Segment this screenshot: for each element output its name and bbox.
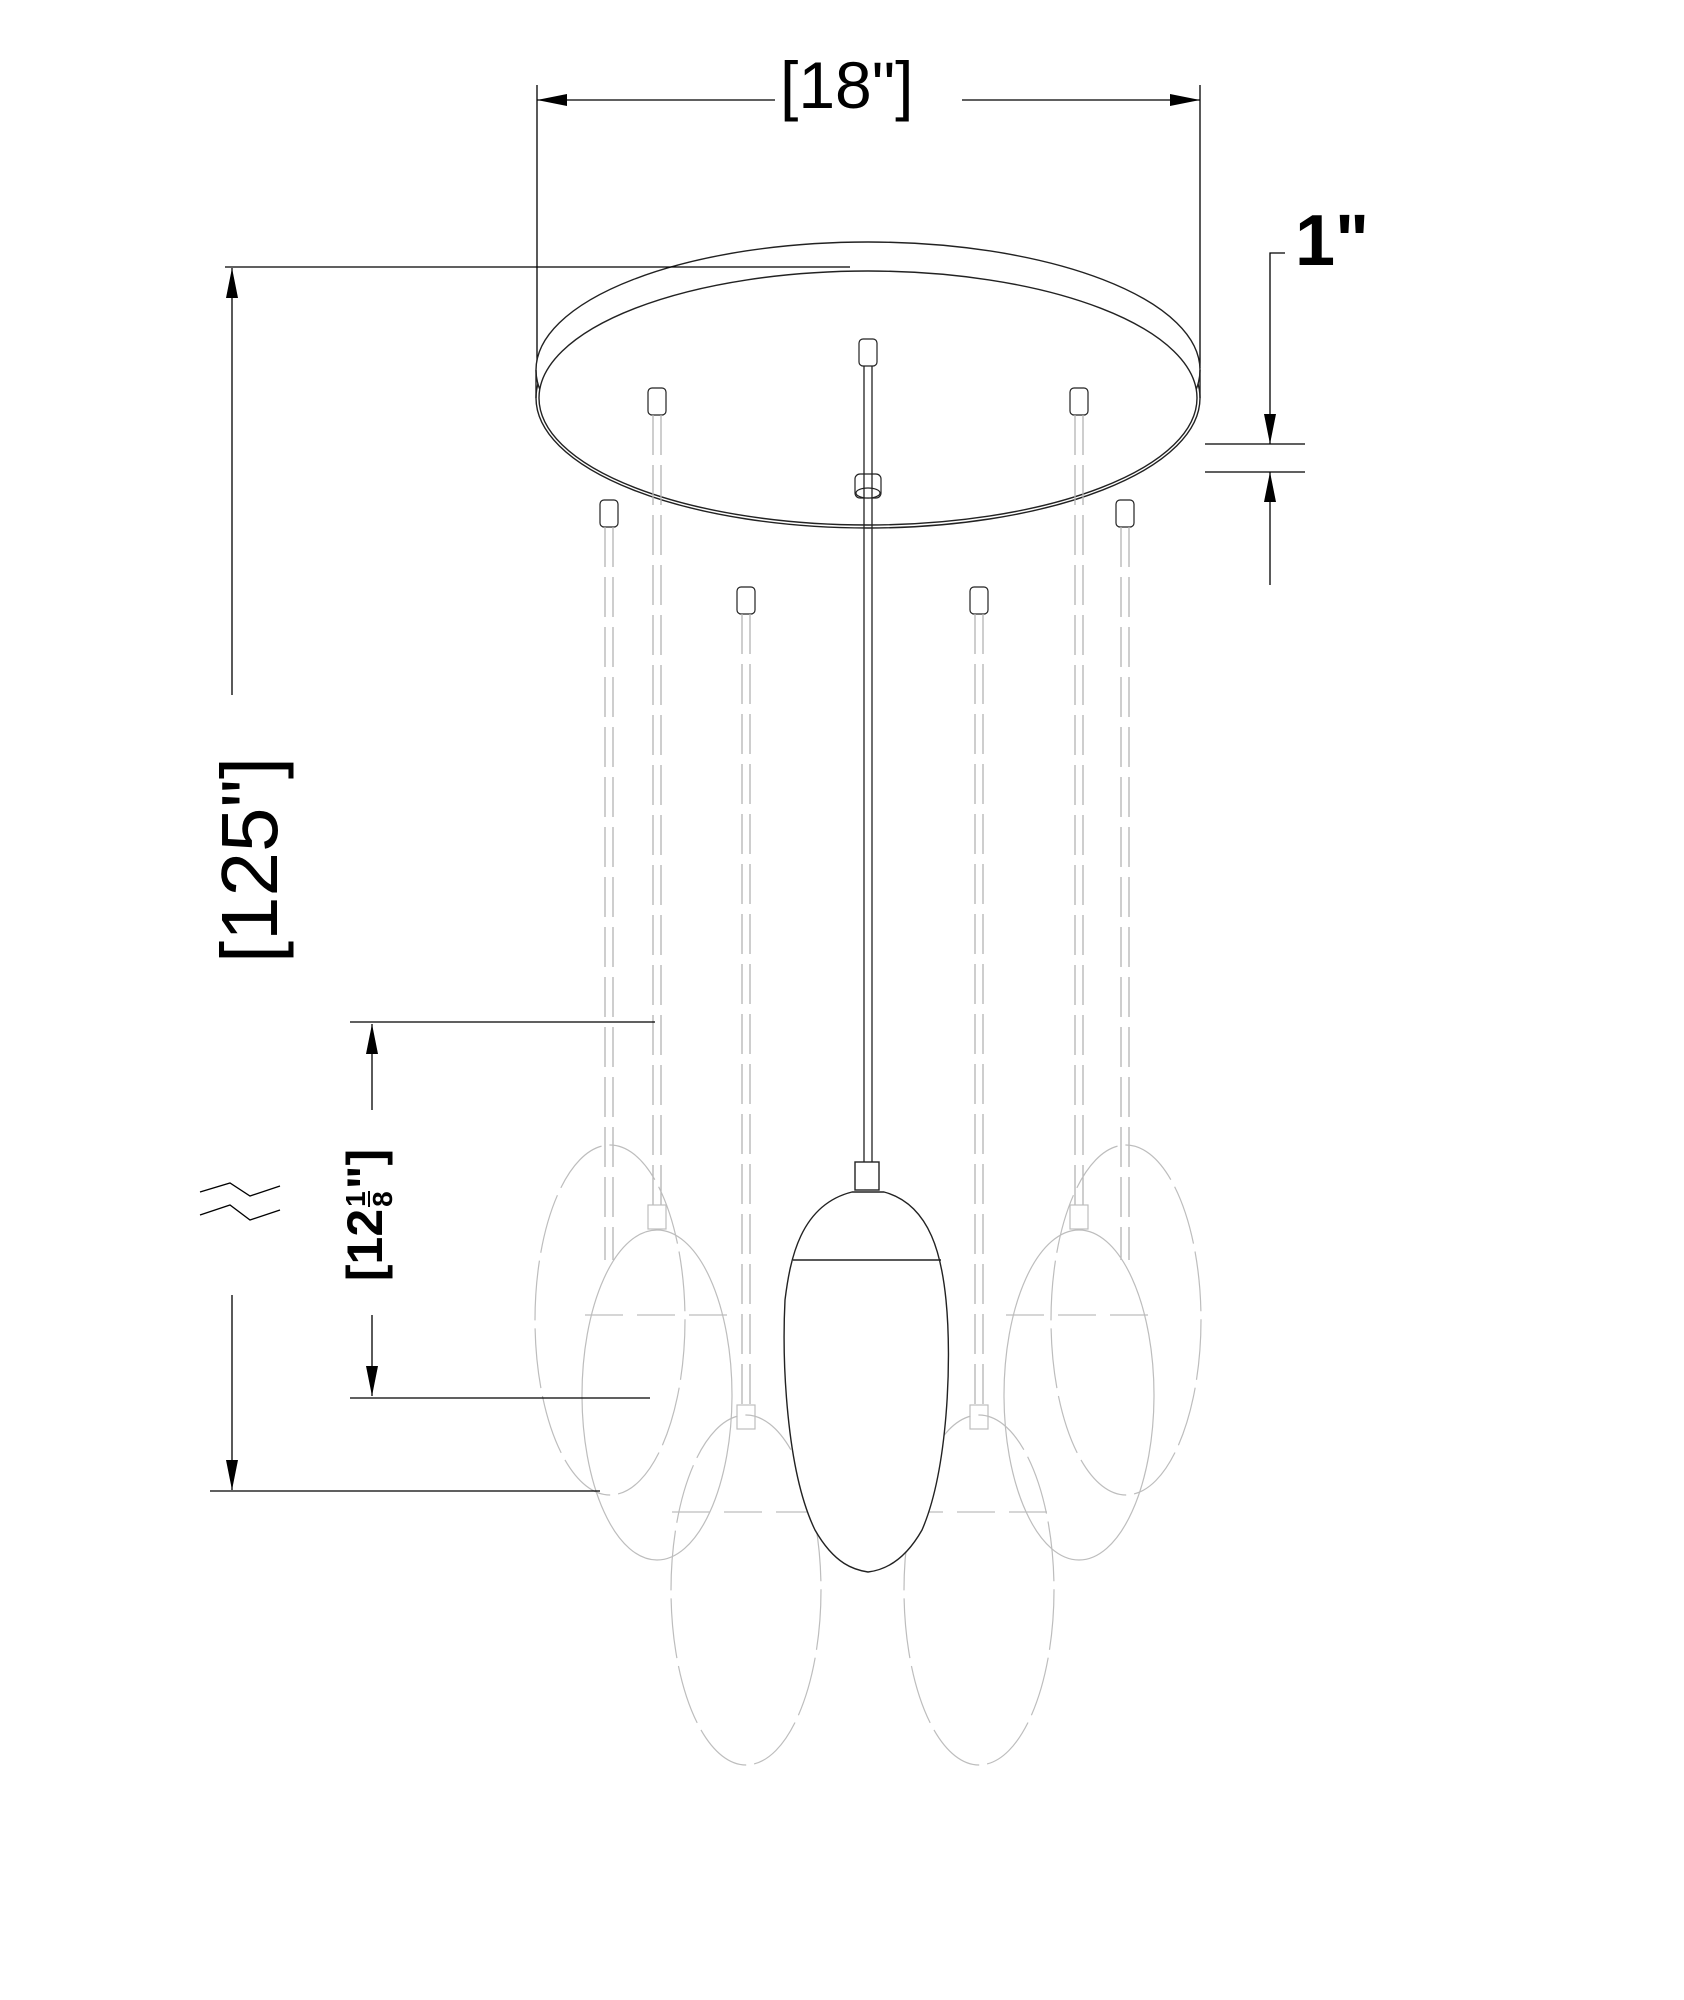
shade-front-left — [670, 1404, 822, 1766]
port-left-mid — [599, 499, 619, 528]
canopy-ports — [599, 338, 1135, 615]
port-center-back — [858, 338, 878, 367]
canopy-width-label: [18"] — [780, 48, 914, 122]
width-dimension — [536, 85, 1201, 368]
shade-outer-left — [534, 1144, 686, 1496]
canopy — [535, 241, 1201, 529]
overall-height-label: [125"] — [205, 756, 294, 964]
center-pendant-shade — [783, 1161, 950, 1573]
port-right-mid — [1115, 499, 1135, 528]
shade-height-whole: [12 — [337, 1208, 393, 1282]
port-right-front — [969, 586, 989, 615]
center-pendant-cord — [863, 366, 873, 1162]
shade-outer-right — [1050, 1144, 1202, 1496]
hidden-pendant-shades — [534, 1144, 1202, 1766]
center-shade-body — [783, 1191, 950, 1573]
canopy-thickness-label: 1" — [1295, 201, 1370, 281]
port-left-front — [736, 586, 756, 615]
shade-front-right — [903, 1404, 1055, 1766]
shade-back-right — [1003, 1204, 1155, 1561]
shade-height-dimension — [350, 1021, 655, 1399]
center-shade-socket — [854, 1161, 880, 1191]
shade-height-close: "] — [337, 1148, 393, 1190]
break-symbol — [199, 1182, 281, 1197]
shade-back-left — [581, 1204, 733, 1561]
shade-height-denominator: 8 — [366, 1191, 398, 1207]
shade-height-numerator: 1 — [339, 1191, 371, 1207]
port-left-back — [647, 387, 667, 416]
canopy-thickness-dimension — [1205, 252, 1305, 585]
overall-height-dimension — [199, 268, 600, 1492]
port-right-back — [1069, 387, 1089, 416]
hidden-pendant-cords — [604, 415, 1130, 1405]
canopy-inner-ring — [538, 270, 1198, 526]
